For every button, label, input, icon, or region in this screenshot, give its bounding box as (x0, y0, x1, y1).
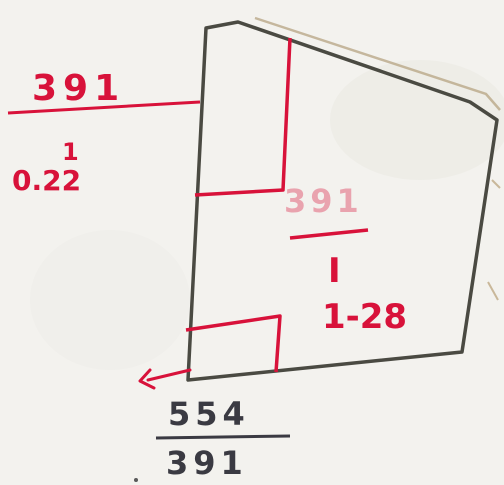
label-center-denominator-top: I (328, 251, 341, 291)
paper-smudge (330, 60, 504, 180)
label-top-left-denominator-top: 1 (62, 138, 79, 166)
label-top-left-denominator-bottom: 0.22 (12, 164, 81, 197)
label-bottom-numerator: 554 (168, 395, 250, 433)
stray-mark (487, 281, 499, 301)
leader-line (7, 100, 201, 115)
label-bottom-denominator: 391 (166, 444, 248, 482)
corner-arrow-icon (138, 368, 192, 390)
plot-boundary (186, 20, 499, 382)
label-center-denominator-bottom: 1-28 (322, 297, 407, 337)
label-center-numerator: 391 (284, 182, 363, 220)
stray-dot (134, 478, 138, 482)
upper-subdivision-line (194, 37, 292, 197)
boundary-faint-double-line (254, 16, 501, 111)
paper-smudge (30, 230, 190, 370)
label-top-left-numerator: 391 (32, 68, 125, 109)
label-center-fraction-bar (289, 228, 369, 240)
label-bottom-fraction-bar (155, 434, 291, 440)
lower-subdivision-line (185, 314, 282, 373)
stray-mark (491, 179, 501, 189)
